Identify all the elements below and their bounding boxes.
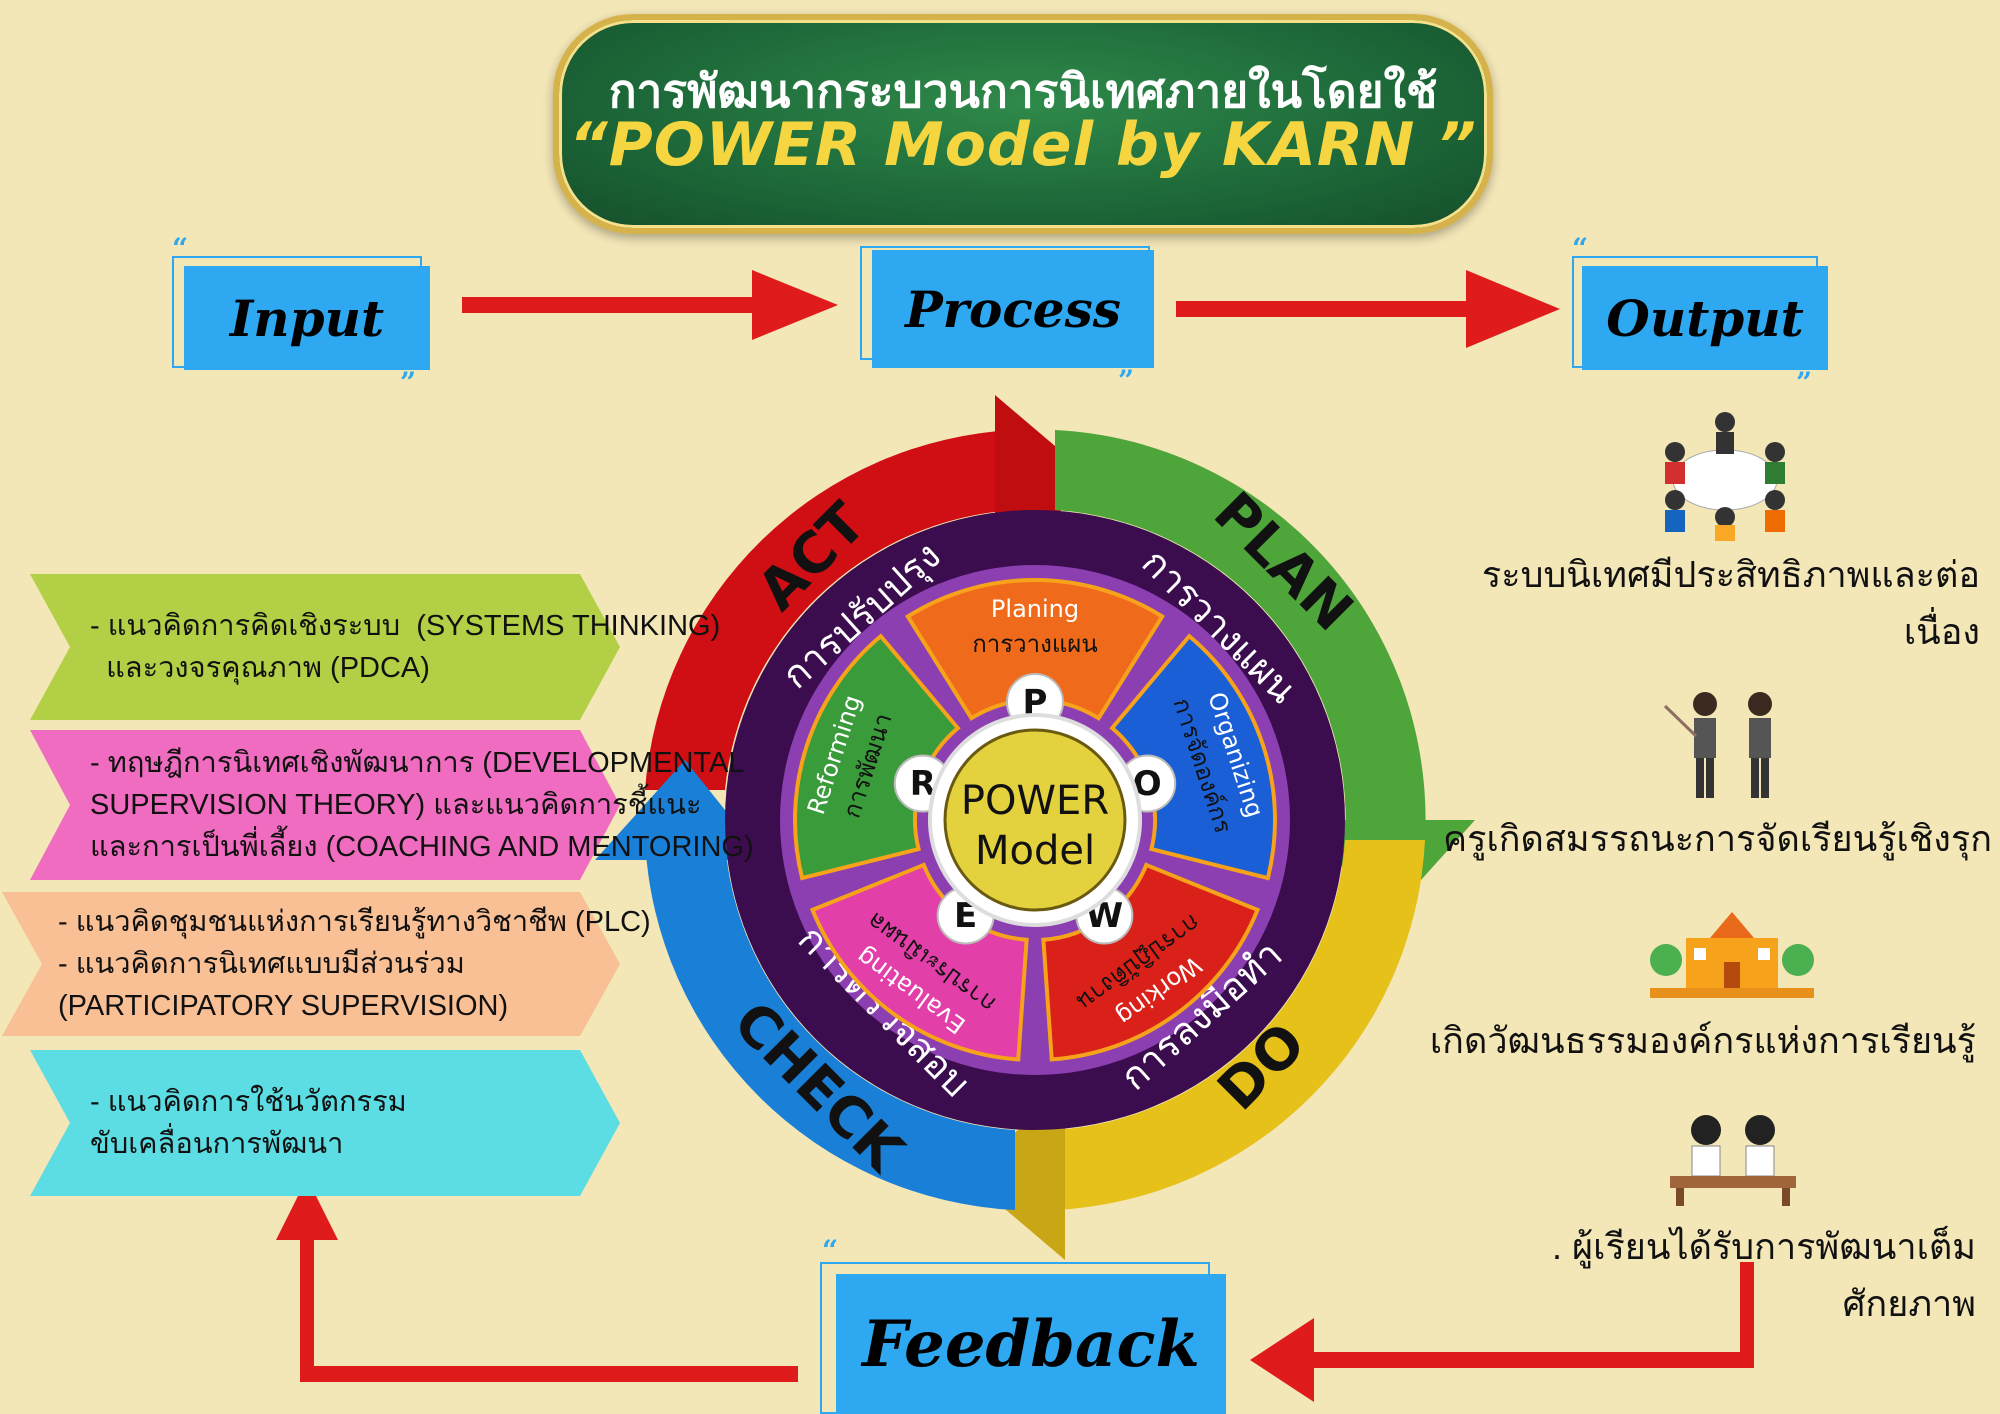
teachers-icon <box>1660 686 1800 816</box>
check-arc <box>645 840 1015 1210</box>
output-item-1: ระบบนิเทศมีประสิทธิภาพและต่อเนื่อง <box>1481 554 1980 652</box>
chevron-shape <box>30 574 620 720</box>
input-concept-line: SUPERVISION THEORY) และแนวคิดการชี้แนะ <box>90 789 702 821</box>
do-arrow-arc <box>1055 840 1425 1210</box>
quote-close-icon: ” <box>1118 364 1135 397</box>
input-concept-box: - ทฤษฎีการนิเทศเชิงพัฒนาการ (DEVELOPMENT… <box>30 730 754 880</box>
quote-open-icon: “ <box>822 1234 839 1267</box>
output-label: Output <box>1582 266 1828 370</box>
quote-close-icon: ” <box>400 366 417 399</box>
center-line1: POWER <box>961 778 1109 824</box>
input-concept-line: และวงจรคุณภาพ (PDCA) <box>90 652 430 684</box>
input-concept-line: - แนวคิดชุมชนแห่งการเรียนรู้ทางวิชาชีพ (… <box>58 906 651 938</box>
input-concept-box: - แนวคิดการใช้นวัตกรรมขับเคลื่อนการพัฒนา <box>30 1050 620 1196</box>
title-model: “POWER Model by KARN ” <box>569 110 1477 180</box>
title-banner <box>553 14 1493 234</box>
quote-close-icon: ” <box>1796 366 1813 399</box>
plan-arc <box>1055 430 1426 840</box>
input-concept-line: - แนวคิดการใช้นวัตกรรม <box>90 1086 407 1118</box>
center-circle <box>943 728 1127 912</box>
input-concept-box: - แนวคิดการคิดเชิงระบบ (SYSTEMS THINKING… <box>30 574 721 720</box>
input-concept-line: - แนวคิดการคิดเชิงระบบ (SYSTEMS THINKING… <box>90 610 721 642</box>
quote-open-icon: “ <box>1572 232 1589 265</box>
check-arrowhead <box>595 760 765 860</box>
meeting-icon <box>1650 392 1800 542</box>
arrow-input-to-process <box>462 270 838 340</box>
feedback-label: Feedback <box>836 1274 1226 1414</box>
arrow-feedback-to-input <box>276 1178 798 1382</box>
arrow-process-to-output <box>1176 270 1560 348</box>
segment-en-label: Planing <box>991 595 1079 623</box>
output-item-4: . ผู้เรียนได้รับการพัฒนาเต็มศักยภาพ <box>1552 1226 1976 1324</box>
arrow-output-to-feedback <box>1250 1262 1754 1402</box>
input-concept-text: - แนวคิดการใช้นวัตกรรมขับเคลื่อนการพัฒนา <box>90 1081 590 1165</box>
input-concept-line: ขับเคลื่อนการพัฒนา <box>90 1128 344 1160</box>
input-label: Input <box>184 266 430 370</box>
input-concept-box: - แนวคิดชุมชนแห่งการเรียนรู้ทางวิชาชีพ (… <box>2 892 651 1036</box>
input-concept-text: - ทฤษฎีการนิเทศเชิงพัฒนาการ (DEVELOPMENT… <box>90 742 754 868</box>
chevron-shape <box>2 892 620 1036</box>
input-concept-text: - แนวคิดการคิดเชิงระบบ (SYSTEMS THINKING… <box>90 605 721 689</box>
segment-th-label: การวางแผน <box>972 630 1098 658</box>
output-item-3: เกิดวัฒนธรรมองค์กรแห่งการเรียนรู้ <box>1429 1020 1976 1061</box>
quote-open-icon: “ <box>172 232 189 265</box>
input-concept-line: - แนวคิดการนิเทศแบบมีส่วนร่วม <box>58 948 465 980</box>
input-concept-line: และการเป็นพี่เลี้ยง (COACHING AND MENTOR… <box>90 831 754 863</box>
input-concept-text: - แนวคิดชุมชนแห่งการเรียนรู้ทางวิชาชีพ (… <box>58 901 651 1027</box>
center-line2: Model <box>975 828 1095 874</box>
school-icon <box>1650 900 1814 1000</box>
chevron-shape <box>30 730 620 880</box>
process-label: Process <box>872 250 1154 368</box>
chevron-shape <box>30 1050 620 1196</box>
title-thai: การพัฒนากระบวนการนิเทศภายในโดยใช้ <box>608 64 1438 118</box>
output-item-2: ครูเกิดสมรรถนะการจัดเรียนรู้เชิงรุก <box>1443 818 1992 859</box>
act-arc <box>645 430 1015 790</box>
input-concept-line: (PARTICIPATORY SUPERVISION) <box>58 990 509 1022</box>
students-icon <box>1668 1108 1798 1208</box>
input-concept-line: - ทฤษฎีการนิเทศเชิงพัฒนาการ (DEVELOPMENT… <box>90 747 745 779</box>
